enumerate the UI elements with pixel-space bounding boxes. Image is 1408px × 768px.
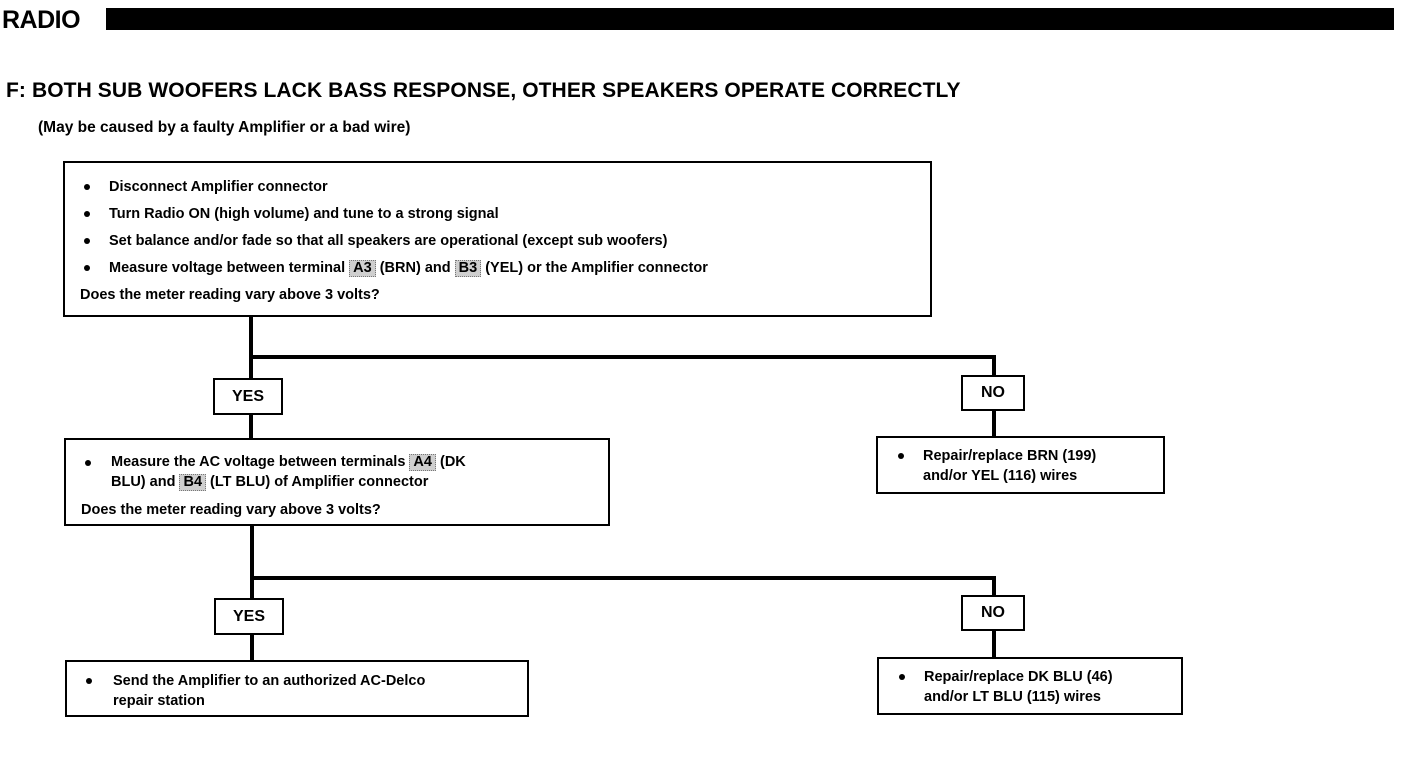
page-subheading: (May be caused by a faulty Amplifier or …: [38, 119, 411, 136]
step1-no-label: NO: [961, 375, 1025, 411]
step2-yes-action-text: Send the Amplifier to an authorized AC-D…: [67, 671, 527, 711]
bullet-icon: [84, 211, 90, 217]
connector-step2-yes-to-action: [250, 633, 254, 662]
connector-step1-no-to-action: [992, 409, 996, 438]
connector-step2-no-down: [992, 576, 996, 598]
connector-step1-branch: [249, 355, 996, 359]
bullet-icon: [899, 674, 905, 680]
connector-step1-yes-to-step2: [249, 413, 253, 440]
bullet-icon: [84, 184, 90, 190]
bullet-icon: [86, 678, 92, 684]
step2-no-action-text: Repair/replace DK BLU (46) and/or LT BLU…: [879, 667, 1181, 707]
step1-no-action-text: Repair/replace BRN (199) and/or YEL (116…: [878, 446, 1163, 486]
step2-question: Does the meter reading vary above 3 volt…: [81, 502, 381, 518]
connector-step2-branch: [250, 576, 996, 580]
step2-yes-action-box: Send the Amplifier to an authorized AC-D…: [65, 660, 529, 717]
connector-step2-no-to-action: [992, 629, 996, 659]
step2-bullet-1: Measure the AC voltage between terminals…: [66, 452, 608, 492]
step1-no-action-box: Repair/replace BRN (199) and/or YEL (116…: [876, 436, 1165, 494]
connector-step1-no-down: [992, 355, 996, 377]
connector-step1-down: [249, 315, 253, 380]
page-heading: F: BOTH SUB WOOFERS LACK BASS RESPONSE, …: [6, 79, 961, 102]
step2-yes-label: YES: [214, 598, 284, 635]
bullet-icon: [84, 238, 90, 244]
step1-bullet-3: Set balance and/or fade so that all spea…: [65, 231, 930, 251]
bullet-icon: [898, 453, 904, 459]
terminal-tag-b4: B4: [179, 474, 207, 491]
step1-question: Does the meter reading vary above 3 volt…: [80, 287, 380, 303]
step1-bullet-4: Measure voltage between terminal A3 (BRN…: [65, 258, 930, 278]
step1-bullet-2: Turn Radio ON (high volume) and tune to …: [65, 204, 930, 224]
step1-bullet-1: Disconnect Amplifier connector: [65, 177, 930, 197]
section-bar: [106, 8, 1394, 30]
bullet-icon: [85, 460, 91, 466]
connector-step2-down: [250, 524, 254, 600]
terminal-tag-a4: A4: [409, 454, 436, 471]
section-title: RADIO: [2, 6, 81, 34]
step2-no-action-box: Repair/replace DK BLU (46) and/or LT BLU…: [877, 657, 1183, 715]
step2-box: Measure the AC voltage between terminals…: [64, 438, 610, 526]
step1-box: Disconnect Amplifier connector Turn Radi…: [63, 161, 932, 317]
step2-no-label: NO: [961, 595, 1025, 631]
step1-yes-label: YES: [213, 378, 283, 415]
bullet-icon: [84, 265, 90, 271]
terminal-tag-a3: A3: [349, 260, 376, 277]
terminal-tag-b3: B3: [454, 260, 482, 277]
